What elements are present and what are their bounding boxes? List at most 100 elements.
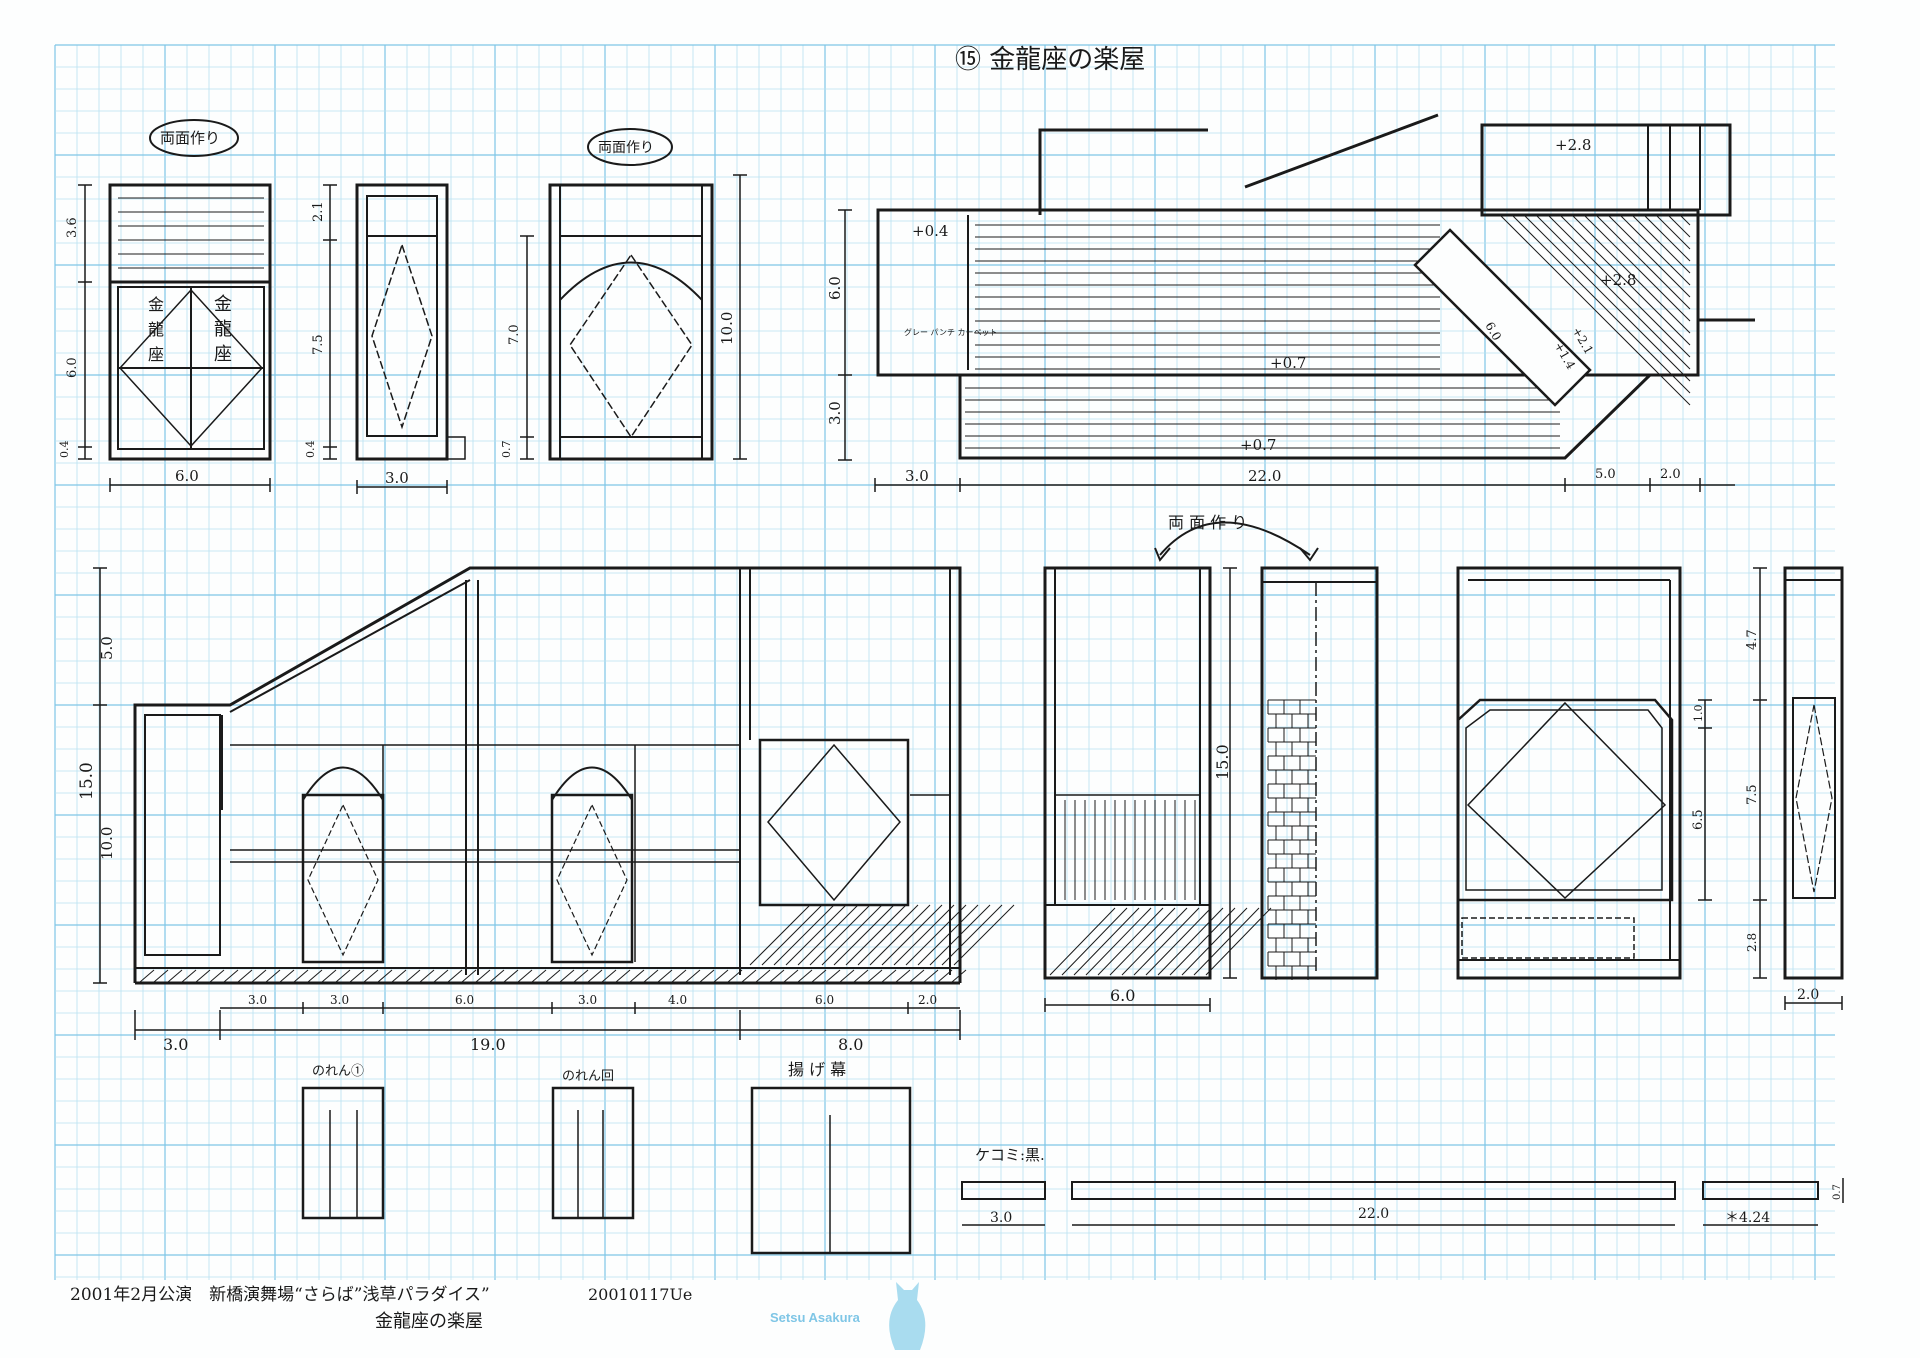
big-hatch-line bbox=[845, 904, 907, 966]
big-base-hatch bbox=[657, 969, 673, 983]
mid-hatch-line bbox=[1193, 907, 1260, 976]
dim-c bbox=[520, 174, 747, 460]
big-base-hatch bbox=[741, 969, 757, 983]
sheet-title: ⑮ 金龍座の楽屋 bbox=[955, 45, 1145, 75]
big-base-hatch bbox=[391, 969, 407, 983]
kekomi-dim-2: 22.0 bbox=[1358, 1206, 1389, 1222]
big-base-hatch bbox=[265, 969, 281, 983]
dim-c-h2: 0.7 bbox=[500, 441, 513, 459]
big-dim-h1: 5.0 bbox=[98, 636, 116, 660]
big-hatch-line bbox=[869, 904, 931, 966]
stamp-cat-icon bbox=[889, 1282, 926, 1350]
mid-hatch-line bbox=[1181, 907, 1248, 976]
plan-dim-w4: 2.0 bbox=[1660, 467, 1681, 482]
big-hatch-line bbox=[785, 904, 847, 966]
big-base-hatch bbox=[797, 969, 813, 983]
plan-hatch-line bbox=[1619, 214, 1691, 286]
big-base-hatch bbox=[909, 969, 925, 983]
big-base-hatch bbox=[825, 969, 841, 983]
big-base-hatch bbox=[237, 969, 253, 983]
dim-a-w: 6.0 bbox=[175, 467, 199, 485]
side-dim-w: 2.0 bbox=[1797, 987, 1819, 1003]
elevation-a-slats bbox=[118, 197, 264, 269]
plan-hatch-line bbox=[1535, 214, 1691, 370]
big-base-hatch bbox=[335, 969, 351, 983]
door-a-kanji-right-3: 座 bbox=[214, 344, 232, 365]
noren-curtains bbox=[301, 1086, 912, 1255]
big-hatch-line bbox=[809, 904, 871, 966]
dim-a-h1: 3.6 bbox=[65, 217, 80, 238]
dim-b-h2: 7.5 bbox=[311, 334, 326, 355]
big-elevation bbox=[133, 566, 962, 985]
big-base-hatch bbox=[461, 969, 477, 983]
plan-hatch-line bbox=[1583, 214, 1691, 322]
big-base-hatch bbox=[713, 969, 729, 983]
label-ryomen-b: 両面作り bbox=[598, 140, 654, 156]
mid-hatch-line bbox=[1061, 907, 1128, 976]
label-agemaku: 揚 げ 幕 bbox=[788, 1060, 846, 1079]
big-hatch-line bbox=[929, 904, 991, 966]
side-dims bbox=[1753, 567, 1843, 1010]
big-hatch-line bbox=[881, 904, 943, 966]
big-base-hatch bbox=[629, 969, 645, 983]
mid-hatch-line bbox=[1109, 907, 1176, 976]
dim-b bbox=[323, 184, 448, 494]
plan-lv-e: +0.7 bbox=[1240, 436, 1276, 454]
plan-hatch-line bbox=[1595, 214, 1691, 310]
kekomi-dim-h: 0.7 bbox=[1832, 1184, 1843, 1200]
big-base-hatch bbox=[363, 969, 379, 983]
plan-hatch-line bbox=[1547, 214, 1691, 358]
mid-hatch-line bbox=[1205, 907, 1272, 976]
mid-hatch-line bbox=[1133, 907, 1200, 976]
big-base-hatch bbox=[643, 969, 659, 983]
label-ryomen-c: 両 面 作 り bbox=[1168, 513, 1247, 532]
big-base-hatch bbox=[685, 969, 701, 983]
plan-hatch-line bbox=[1499, 214, 1691, 406]
mid-hatch-line bbox=[1073, 907, 1140, 976]
big-base-hatch bbox=[433, 969, 449, 983]
dim-b-w: 3.0 bbox=[385, 469, 409, 487]
plan-dim-w3: 5.0 bbox=[1595, 467, 1616, 482]
big-dims bbox=[93, 567, 961, 1040]
door-a-kanji-left-3: 座 bbox=[148, 345, 164, 364]
big-hatch-line bbox=[893, 904, 955, 966]
plan-hatch-line bbox=[1511, 214, 1691, 394]
plan-hatch-line bbox=[1523, 214, 1691, 382]
mid-brick bbox=[1267, 699, 1316, 980]
big-base-hatch bbox=[559, 969, 575, 983]
big-base-hatch bbox=[951, 969, 967, 983]
big-base-hatch bbox=[755, 969, 771, 983]
dim-a bbox=[78, 184, 271, 492]
plan-hatch-line bbox=[1571, 214, 1691, 334]
dim-b-h3: 0.4 bbox=[304, 441, 317, 459]
big-base-hatch bbox=[279, 969, 295, 983]
big-base-hatch bbox=[209, 969, 225, 983]
big-hatch-line bbox=[773, 904, 835, 966]
footer-date: 20010117Ue bbox=[588, 1285, 692, 1304]
mid-dims bbox=[1044, 567, 1237, 1012]
mid-hatch bbox=[1049, 907, 1272, 976]
big-hatch-line bbox=[821, 904, 883, 966]
plan-lv-c: +2.8 bbox=[1600, 271, 1636, 289]
big-base-hatch bbox=[587, 969, 603, 983]
kekomi-dim-3: ＊4.24 bbox=[1725, 1210, 1770, 1226]
big-hatch-line bbox=[953, 904, 1015, 966]
dim-a-h3: 0.4 bbox=[58, 441, 71, 459]
dim-a-h2: 6.0 bbox=[65, 357, 80, 378]
plan-raised-hatch bbox=[1499, 214, 1691, 406]
big-base-hatch bbox=[181, 969, 197, 983]
big-hatch-line bbox=[749, 904, 811, 966]
big-base-hatch bbox=[377, 969, 393, 983]
big-base-hatch bbox=[839, 969, 855, 983]
mid-slats bbox=[1064, 800, 1196, 900]
big-dim-w-b: 19.0 bbox=[470, 1035, 506, 1054]
big-base-hatch bbox=[727, 969, 743, 983]
big-base-hatch bbox=[937, 969, 953, 983]
right-dim-h1: 1.0 bbox=[1692, 705, 1705, 723]
door-a-kanji-right-2: 龍 bbox=[214, 319, 232, 340]
plan-carpet-label: グレー パンチ カーペット bbox=[904, 327, 998, 337]
plan-stair bbox=[1413, 228, 1592, 407]
side-dim-h1: 4.7 bbox=[1745, 629, 1760, 650]
big-base-hatch bbox=[475, 969, 491, 983]
plan-hatch-line bbox=[1607, 214, 1691, 298]
